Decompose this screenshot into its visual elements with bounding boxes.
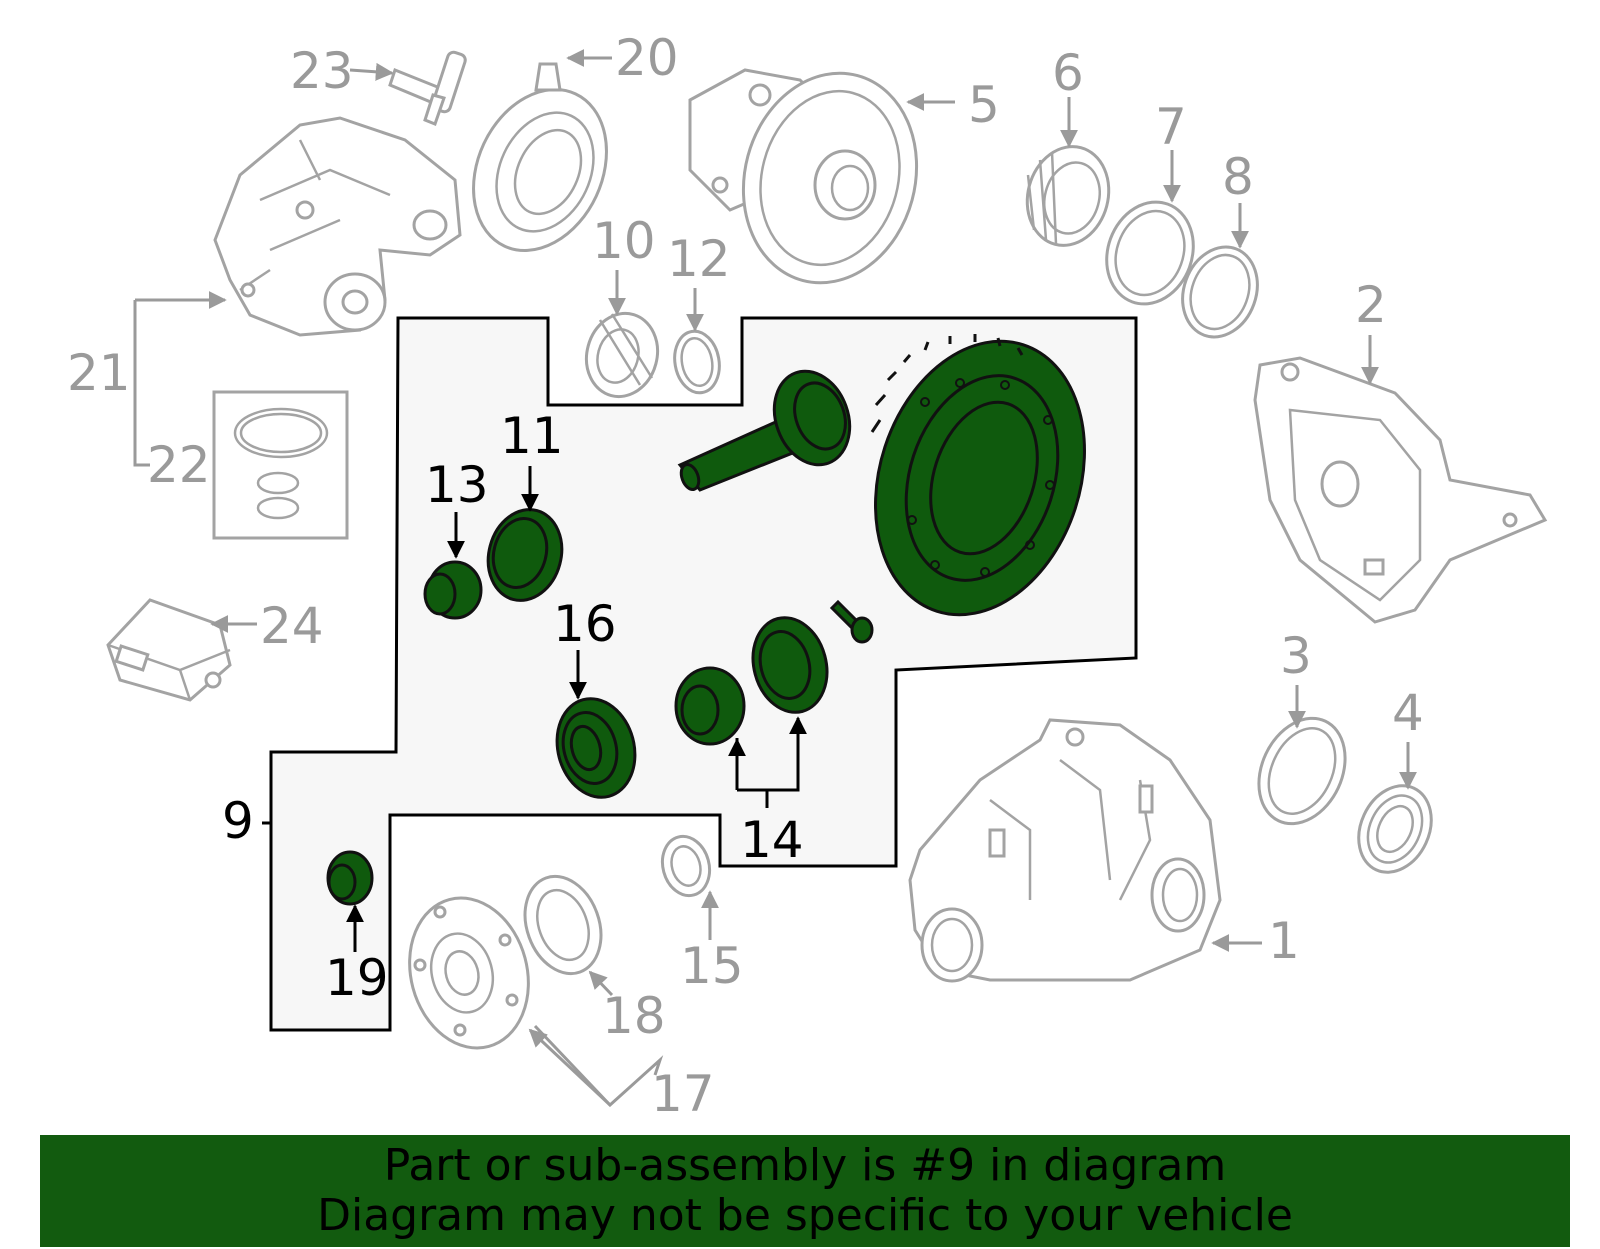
part-23-sensor (388, 50, 467, 126)
part-7-race (1105, 200, 1195, 306)
leader-17-arrow (528, 1028, 612, 1107)
part-2-cover (1253, 356, 1548, 624)
part-17-flange (408, 896, 530, 1050)
callout-1: 1 (1268, 912, 1300, 970)
callout-5: 5 (968, 76, 1000, 134)
info-banner: Part or sub-assembly is #9 in diagram Di… (40, 1135, 1570, 1247)
callout-8: 8 (1222, 148, 1254, 206)
leader-23 (349, 62, 394, 81)
callout-15: 15 (680, 937, 744, 995)
part-10-bearing (584, 311, 660, 399)
part-22-oring-kit (212, 390, 349, 540)
part-16-seal (555, 697, 637, 799)
callout-7: 7 (1155, 98, 1187, 156)
callout-20: 20 (615, 29, 679, 87)
part-12-shim (673, 329, 721, 395)
callout-6: 6 (1052, 44, 1084, 102)
callout-19: 19 (325, 949, 389, 1007)
part-15-washer (660, 834, 712, 898)
callout-24: 24 (260, 597, 324, 655)
part-20-seal-plate (472, 62, 608, 253)
part-6-bearing (1025, 145, 1111, 247)
part-24-module (106, 598, 232, 702)
part-4-seal (1357, 784, 1433, 874)
callout-14: 14 (740, 811, 804, 869)
callout-2: 2 (1355, 276, 1387, 334)
callout-11: 11 (500, 407, 564, 465)
part-14-bearing-a (674, 666, 746, 746)
callout-3: 3 (1280, 627, 1312, 685)
part-13-bearing (423, 560, 483, 620)
part-5-diff-case (688, 68, 919, 285)
callout-23: 23 (290, 42, 354, 100)
part-3-seal (1257, 716, 1347, 826)
callout-13: 13 (425, 456, 489, 514)
callout-22: 22 (147, 436, 211, 494)
callout-4: 4 (1392, 684, 1424, 742)
pinion-gear (677, 369, 852, 492)
info-banner-line2: Diagram may not be specific to your vehi… (317, 1190, 1293, 1241)
callout-17: 17 (651, 1065, 715, 1123)
info-banner-line1: Part or sub-assembly is #9 in diagram (383, 1140, 1227, 1191)
part-19-bearing (326, 850, 374, 906)
callout-12: 12 (667, 230, 731, 288)
bracket-21-22 (133, 300, 150, 467)
callout-9: 9 (222, 792, 254, 850)
callout-10: 10 (592, 212, 656, 270)
callout-18: 18 (602, 987, 666, 1045)
part-21-actuator (213, 116, 462, 337)
callout-21: 21 (67, 344, 131, 402)
leader-17 (533, 1024, 664, 1108)
part-14-bearing-b (751, 616, 829, 714)
part-1-housing (908, 718, 1222, 983)
part-18-seal (523, 874, 603, 976)
ring-gear (870, 334, 1086, 617)
ring-gear-bolt (829, 599, 874, 644)
leader-18 (588, 970, 614, 997)
callout-16: 16 (553, 595, 617, 653)
